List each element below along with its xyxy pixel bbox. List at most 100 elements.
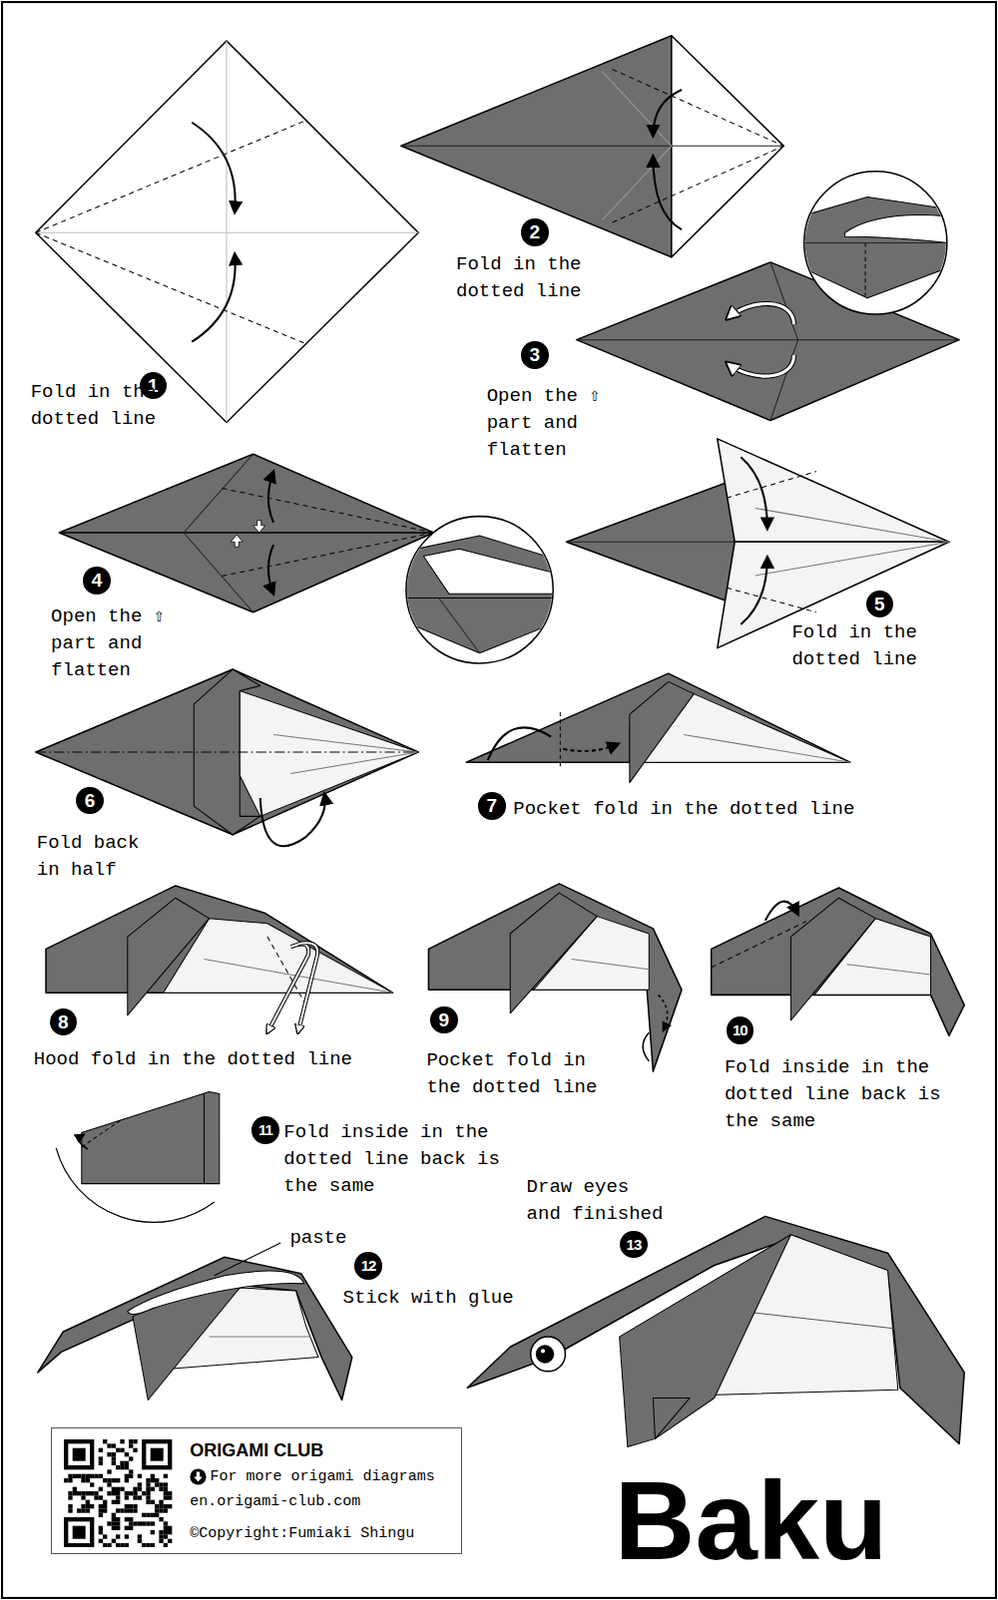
- step4-figure-part: [406, 535, 556, 654]
- step-number: 4: [82, 566, 111, 595]
- step4-figure-part: [58, 531, 434, 534]
- step4-figure: [58, 454, 556, 664]
- step13-figure-part: [652, 1398, 690, 1440]
- credit-text: For more origami diagrams: [210, 1468, 436, 1488]
- step1-figure: [35, 40, 419, 424]
- step3-figure-part-part: [865, 242, 867, 296]
- step3-figure-part: [727, 304, 794, 326]
- step11-zoom-part-part: [81, 1092, 220, 1185]
- step-number-circle: 7: [478, 792, 506, 821]
- step13-figure-part: [540, 1349, 545, 1354]
- step10-figure-part: [847, 965, 932, 976]
- step-number-circle: 13: [619, 1231, 648, 1260]
- step6-figure-part: [290, 752, 419, 774]
- step8-figure-part: [45, 886, 394, 994]
- step4-figure-part-part: [439, 597, 481, 653]
- instruction-text: Hood fold in the dotted line: [33, 1046, 353, 1074]
- step-number: 3: [520, 341, 549, 370]
- credit-box: ORIGAMI CLUBFor more origami diagramsen.…: [50, 1428, 463, 1555]
- step9-figure-part: [428, 884, 682, 1072]
- step2-figure-part: [652, 156, 682, 231]
- credit-text: ©Copyright:Fumiaki Shingu: [189, 1524, 415, 1544]
- part-label: paste: [289, 1225, 347, 1253]
- step-number: 7: [478, 792, 506, 821]
- step11-zoom-part-part: [203, 1094, 205, 1185]
- step-number-circle: 5: [866, 590, 895, 619]
- step-number-circle: 2: [520, 218, 549, 247]
- step11-zoom-part-part: [79, 1135, 88, 1150]
- step3-figure-part-part: [801, 242, 950, 244]
- step2-figure-part: [652, 89, 682, 136]
- step3-figure-part: [801, 196, 950, 298]
- step-number: 13: [619, 1231, 648, 1260]
- step12-figure: [37, 1243, 353, 1402]
- step2-figure-part: [601, 71, 672, 147]
- instruction-text: Fold back in half: [36, 830, 151, 885]
- download-icon: [189, 1469, 207, 1487]
- step-number: 8: [49, 1008, 78, 1037]
- instruction-text: Fold in the dotted line: [791, 619, 929, 674]
- step10-figure-part: [711, 922, 807, 969]
- instruction-text: Open the ⇧ part and flatten: [50, 603, 222, 685]
- step11-zoom: [55, 1092, 220, 1224]
- step5-figure-part: [726, 587, 817, 613]
- step9-figure-part: [642, 1032, 649, 1062]
- step2-figure-part: [611, 145, 784, 223]
- step3-figure-part: [727, 355, 794, 377]
- step6-figure-part: [239, 691, 419, 818]
- step-number-circle: 9: [430, 1006, 459, 1035]
- step4-figure-part: [58, 454, 434, 613]
- step9-figure-part: [509, 893, 597, 1014]
- step13-figure-part: [530, 1337, 566, 1373]
- qr-code: [63, 1440, 172, 1548]
- step4-figure-part: [183, 532, 254, 613]
- step6-figure-part: [260, 794, 326, 847]
- credit-text: en.origami-club.com: [189, 1493, 361, 1512]
- step7-figure-part: [683, 735, 851, 764]
- step10-figure: [711, 888, 966, 1036]
- step13-figure-part: [619, 1235, 792, 1449]
- step13-figure: [467, 1216, 965, 1448]
- step5-figure-part: [740, 557, 768, 626]
- step2-figure-part: [611, 69, 784, 147]
- step-number: 6: [75, 787, 104, 816]
- instruction-text: Fold inside in the dotted line back is t…: [283, 1119, 500, 1201]
- step1-figure-part: [35, 40, 419, 424]
- step5-figure-part: [717, 439, 950, 542]
- step6-figure: [35, 669, 419, 847]
- step-number-circle: 10: [726, 1016, 755, 1045]
- step2-figure-part: [601, 145, 672, 221]
- step8-figure-part: [298, 943, 319, 1033]
- step12-figure-part: [127, 1271, 305, 1315]
- step3-figure: [576, 171, 960, 422]
- step13-figure-part: [739, 1312, 896, 1330]
- step7-figure-part: [562, 744, 618, 752]
- step8-figure: [45, 886, 394, 1033]
- step4-figure-part-part: [406, 597, 556, 599]
- step4-figure-part-part: [423, 548, 556, 594]
- step13-figure-part: [535, 1345, 554, 1364]
- step3-figure-part: [727, 304, 794, 326]
- step-number-circle: 12: [354, 1252, 383, 1281]
- step6-figure-part: [35, 751, 419, 753]
- instruction-text: Fold in the dotted line: [456, 251, 593, 306]
- step1-figure-part: [225, 40, 227, 424]
- step2-figure: [401, 35, 784, 258]
- step12-figure-part: [37, 1257, 353, 1401]
- step-number: 10: [726, 1016, 755, 1045]
- step1-figure-part: [191, 122, 235, 213]
- title: Baku: [614, 1466, 889, 1578]
- step5-figure-part: [726, 472, 817, 499]
- step5-figure-part: [740, 457, 768, 529]
- step10-figure-part: [765, 902, 799, 922]
- step8-figure-part: [298, 943, 319, 1033]
- instruction-text: Stick with glue: [343, 1285, 514, 1313]
- step4-figure-part: [219, 532, 435, 577]
- step9-figure-part: [571, 960, 650, 971]
- step5-figure-part: [755, 541, 950, 576]
- step4-figure-part: [230, 534, 243, 547]
- step3-figure-part: [576, 339, 960, 341]
- step11-zoom-part-part: [81, 1120, 121, 1148]
